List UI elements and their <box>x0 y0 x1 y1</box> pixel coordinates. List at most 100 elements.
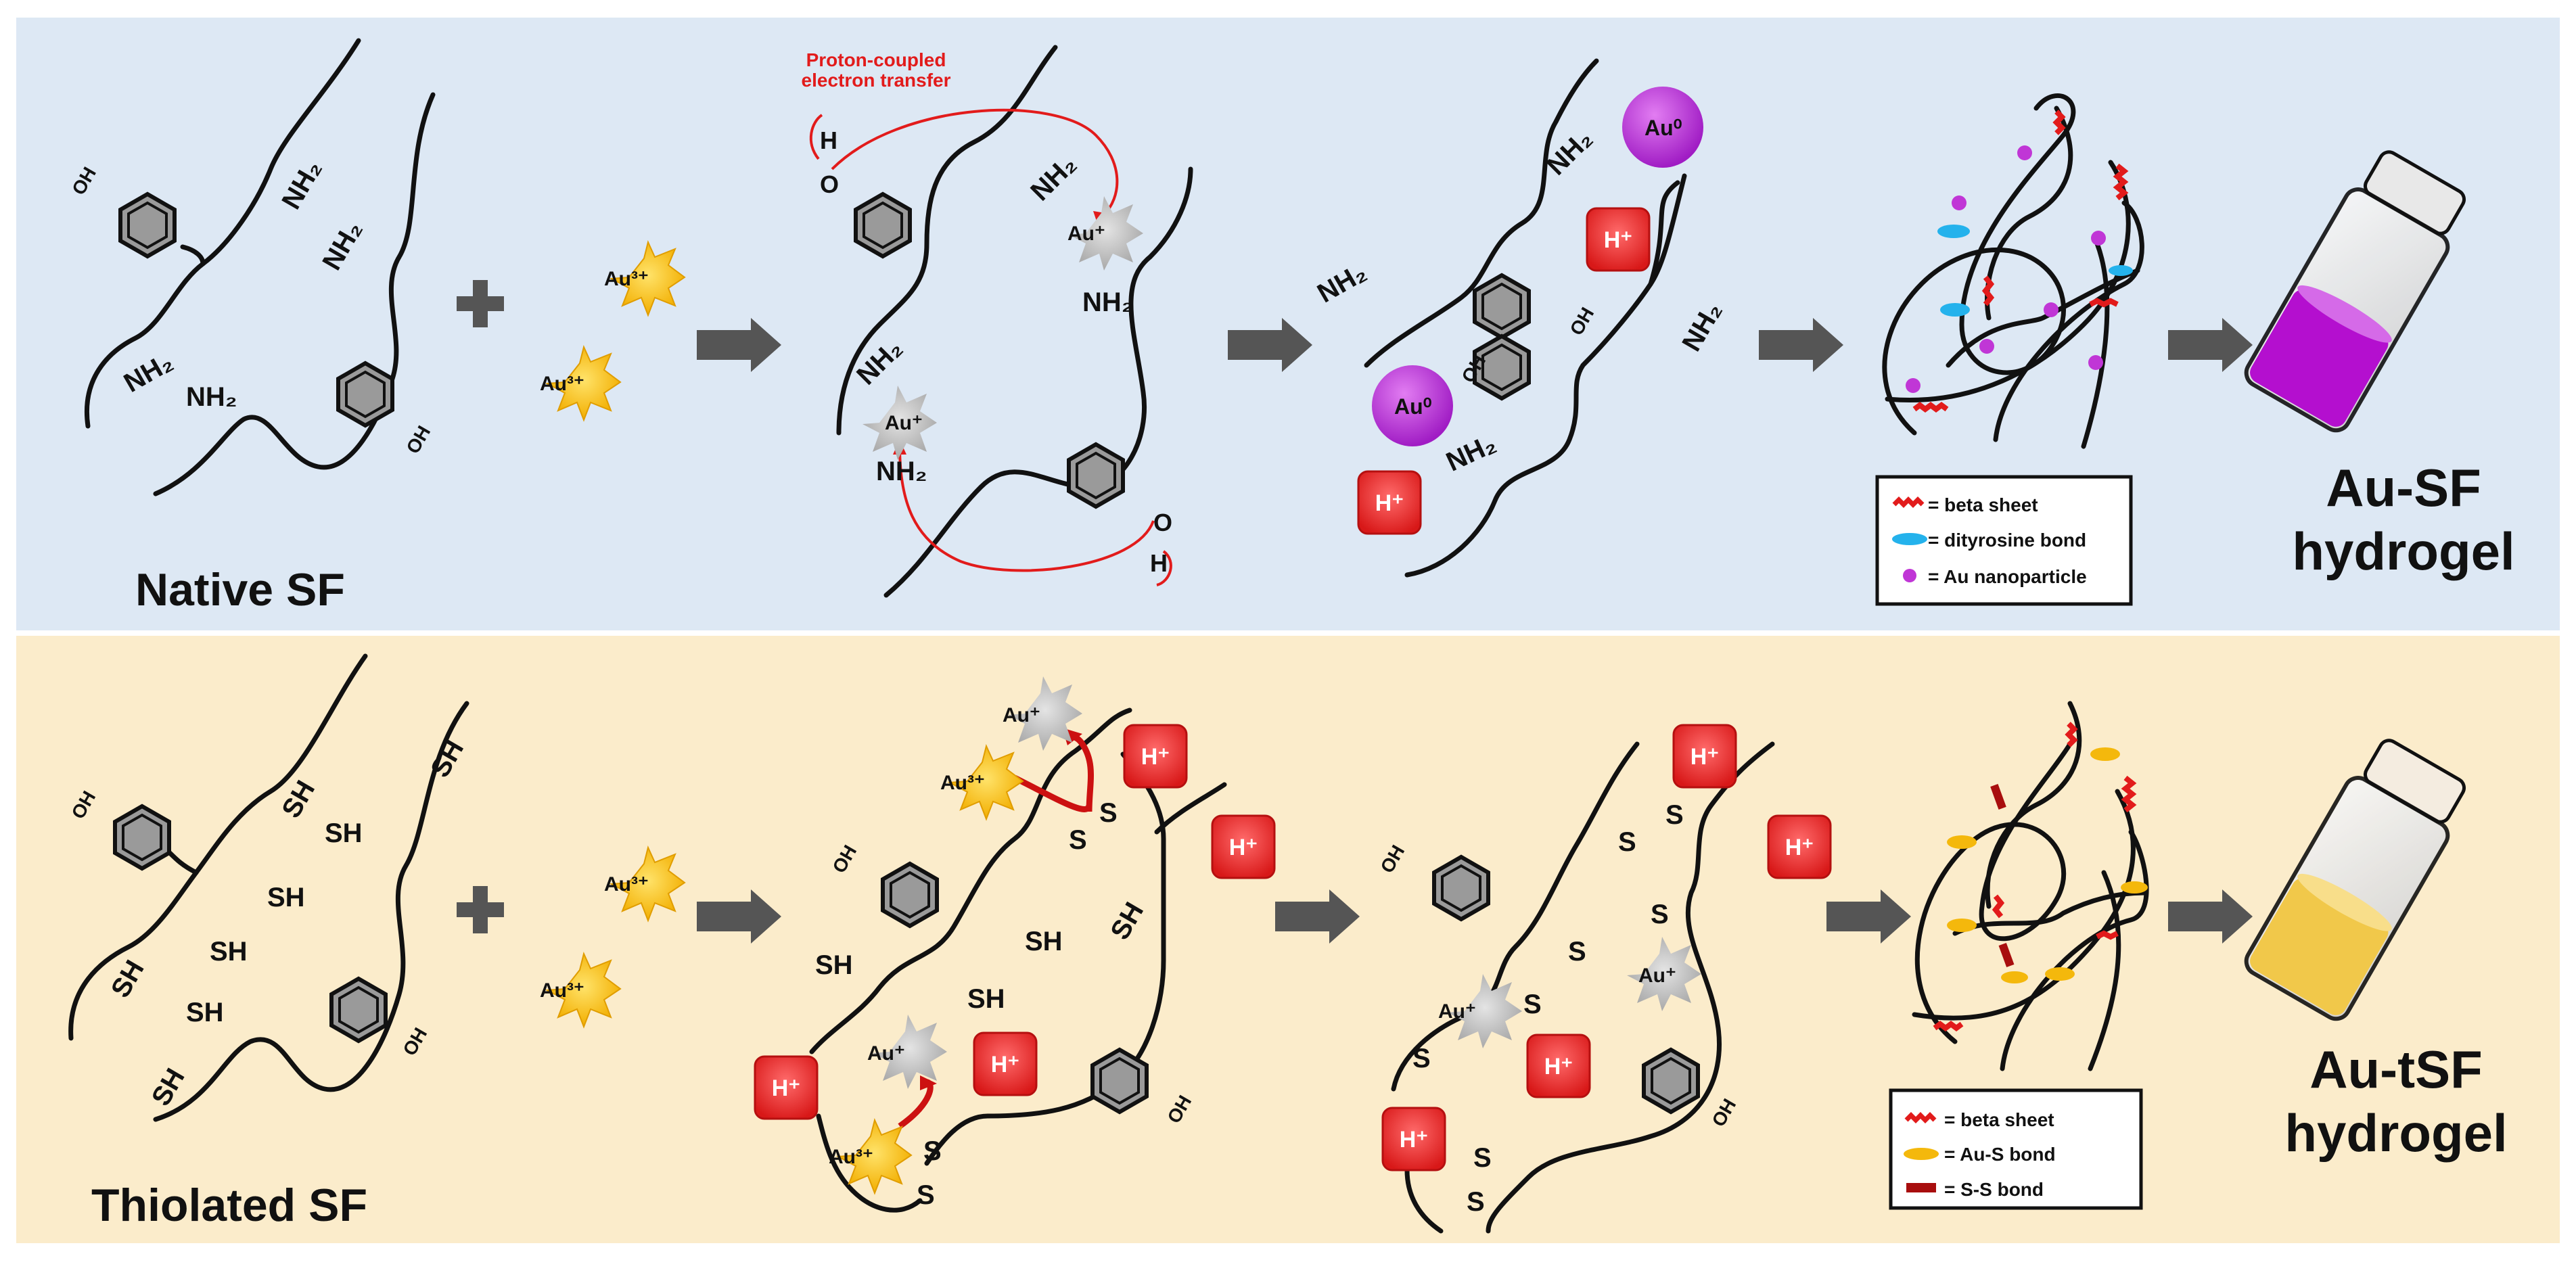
sulfur-label: S <box>1099 798 1118 828</box>
amine-label: NH₂ <box>186 382 237 412</box>
proton-label: H⁺ <box>1141 744 1170 770</box>
hydroxyl-label: OH <box>68 164 100 199</box>
amine-label: NH₂ <box>276 155 327 214</box>
thiol-label: SH <box>1025 927 1063 956</box>
proton-label: H⁺ <box>1604 227 1633 253</box>
amine-label: NH₂ <box>1082 287 1134 317</box>
proton-box <box>973 1031 1038 1096</box>
au1-label: Au⁺ <box>1003 704 1040 726</box>
hydroxyl-label: OH <box>829 841 861 877</box>
vial-purple-icon <box>2244 150 2466 433</box>
au3-label: Au³⁺ <box>540 373 584 395</box>
sulfur-label: S <box>1523 990 1542 1019</box>
thiolated-sf-title: Thiolated SF <box>91 1180 367 1231</box>
sulfur-label: S <box>923 1136 942 1166</box>
proton-label: H⁺ <box>772 1075 801 1101</box>
proton-label: H⁺ <box>1785 835 1814 860</box>
thiol-label: SH <box>106 955 150 1002</box>
proton-box <box>1123 724 1188 789</box>
gold-ion-au1-icon <box>1627 937 1701 1011</box>
legend-label: = beta sheet <box>1944 1109 2054 1130</box>
sulfur-label: S <box>917 1180 935 1210</box>
au1-label: Au⁺ <box>867 1042 905 1065</box>
oxygen-label: O <box>820 170 839 198</box>
au3-label: Au³⁺ <box>829 1146 873 1168</box>
legend-label: = beta sheet <box>1928 494 2038 515</box>
reaction-arrow-icon <box>1759 318 1843 372</box>
hydroxyl-label: OH <box>68 787 100 822</box>
proton-label: H⁺ <box>1229 835 1258 860</box>
reaction-arrow-icon <box>2168 318 2253 372</box>
hydrogen-label: H <box>820 126 837 154</box>
sulfur-label: S <box>1618 827 1636 857</box>
hydroxyl-label: OH <box>402 422 435 457</box>
thiol-label: SH <box>267 883 305 912</box>
au1-label: Au⁺ <box>1067 223 1105 245</box>
hydroxyl-label: OH <box>399 1024 432 1059</box>
proton-label: H⁺ <box>1690 744 1720 770</box>
proton-box <box>1586 207 1651 272</box>
amine-label: NH₂ <box>1312 258 1371 309</box>
proton-box <box>1526 1034 1591 1098</box>
sulfur-label: S <box>1069 825 1087 855</box>
gold-ion-au1-icon <box>1448 974 1522 1048</box>
au3-label: Au³⁺ <box>940 772 985 794</box>
gold-ion-au1-icon <box>1069 196 1143 271</box>
sulfur-label: S <box>1568 937 1586 967</box>
thiol-label: SH <box>967 984 1005 1014</box>
legend-top <box>1875 475 2133 606</box>
reaction-arrow-icon <box>697 318 781 372</box>
reaction-arrow-icon <box>1826 889 1911 944</box>
gold-ion-au3-icon <box>835 1117 913 1195</box>
thiol-label: SH <box>186 998 224 1027</box>
au1-label: Au⁺ <box>885 412 923 434</box>
proton-label: H⁺ <box>991 1052 1020 1077</box>
sulfur-label: S <box>1651 900 1669 929</box>
sulfur-label: S <box>1665 800 1684 830</box>
proton-label: H⁺ <box>1375 490 1404 516</box>
au-tsf-network <box>1912 701 2149 1071</box>
plus-icon <box>457 280 504 327</box>
amine-label: NH₂ <box>1025 149 1082 207</box>
proton-box <box>1211 814 1276 879</box>
product-title-line2: hydrogel <box>2284 1103 2507 1163</box>
oxygen-label: O <box>1153 509 1172 536</box>
vial-yellow-icon <box>2244 739 2466 1021</box>
amine-label: NH₂ <box>876 457 927 486</box>
legend-label: = S-S bond <box>1944 1179 2044 1200</box>
reaction-arrow-icon <box>1228 318 1312 372</box>
hydroxyl-label: OH <box>1566 304 1598 339</box>
pcet-label-line1: Proton-coupled <box>806 49 946 70</box>
au3-label: Au³⁺ <box>604 873 649 896</box>
thiol-label: SH <box>210 937 248 967</box>
proton-box <box>754 1055 819 1120</box>
thiol-label: SH <box>815 950 853 980</box>
product-title-line1: Au-tSF <box>2309 1040 2483 1099</box>
gold-ion-au1-icon <box>1008 676 1082 751</box>
dityrosine-structure <box>1364 58 1687 578</box>
legend-label: = Au-S bond <box>1944 1144 2056 1165</box>
thiol-label: SH <box>325 818 363 848</box>
gold-nanoparticle-icon <box>1622 87 1703 168</box>
product-title-line1: Au-SF <box>2326 458 2481 517</box>
pcet-structure <box>809 45 1193 598</box>
amine-label: NH₂ <box>1442 429 1500 478</box>
hydroxyl-label: OH <box>1708 1095 1741 1130</box>
gold-nanoparticle-icon <box>1372 365 1453 446</box>
proton-label: H⁺ <box>1544 1054 1573 1079</box>
amine-label: NH₂ <box>119 347 178 398</box>
legend-bottom <box>1889 1088 2143 1210</box>
proton-box <box>1767 814 1832 879</box>
au1-label: Au⁺ <box>1638 965 1676 987</box>
sulfur-label: S <box>1412 1044 1431 1073</box>
hydrogen-label: H <box>1150 549 1168 577</box>
amine-label: NH₂ <box>317 216 368 275</box>
hydroxyl-label: OH <box>1164 1092 1196 1127</box>
gold-ion-au3-icon <box>545 951 622 1029</box>
thiol-reduction-structure <box>809 707 1227 1213</box>
au0-label: Au⁰ <box>1644 116 1682 140</box>
plus-icon <box>457 886 504 933</box>
reaction-arrow-icon <box>1275 889 1360 944</box>
gold-ion-au1-icon <box>873 1015 947 1089</box>
